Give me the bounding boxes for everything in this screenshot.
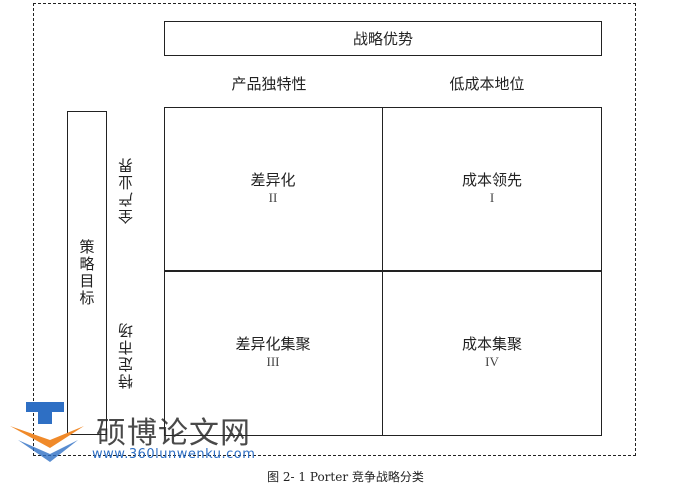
column-label-uniqueness: 产品独特性 [231, 75, 307, 93]
cell-differentiation-focus-label: 差异化集聚 [235, 335, 311, 353]
cell-differentiation-focus: 差异化集聚 III [164, 336, 382, 370]
cell-cost-focus: 成本集聚 IV [382, 336, 602, 370]
strategic-goal-box: 策略目标 [67, 111, 107, 435]
column-label-low-cost: 低成本地位 [449, 75, 525, 93]
logo-book-icon [10, 426, 84, 448]
cell-differentiation: 差异化 II [164, 172, 382, 206]
cell-differentiation-focus-numeral: III [266, 354, 280, 369]
cell-cost-focus-numeral: IV [485, 354, 499, 369]
matrix-horizontal-divider [164, 270, 602, 272]
row-label-industry-wide-text: 全产业界 [116, 156, 135, 224]
watermark-title: 硕博论文网 [96, 416, 251, 451]
cell-cost-leadership: 成本领先 I [382, 172, 602, 206]
row-label-industry-wide: 全产业界 [110, 135, 140, 245]
strategic-advantage-header: 战略优势 [164, 21, 602, 56]
logo-cap-icon [26, 402, 64, 412]
row-label-particular-segment: 特定市场 [110, 300, 140, 410]
strategic-advantage-label: 战略优势 [352, 30, 413, 48]
watermark-url: www.360lunwenku.com [92, 447, 256, 462]
cell-cost-focus-label: 成本集聚 [461, 335, 522, 353]
cell-differentiation-numeral: II [268, 190, 278, 205]
figure-caption: 图 2- 1 Porter 竞争战略分类 [267, 470, 424, 484]
strategic-goal-label: 策略目标 [77, 239, 96, 307]
cell-differentiation-label: 差异化 [250, 171, 296, 189]
cell-cost-leadership-label: 成本领先 [461, 171, 522, 189]
row-label-particular-segment-text: 特定市场 [116, 321, 135, 389]
watermark-logo [10, 402, 84, 462]
cell-cost-leadership-numeral: I [489, 190, 495, 205]
outer-dashed-frame [33, 3, 636, 456]
